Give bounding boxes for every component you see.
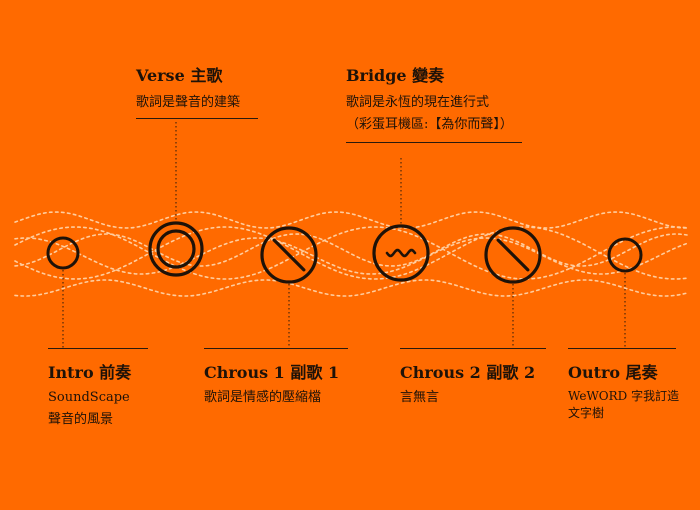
intro-line-1: SoundScape [48,390,130,405]
chorus2-label: Chrous 2 副歌 2 言無言 [400,348,546,409]
verse-double-ring-icon [148,221,204,277]
verse-title: Verse 主歌 [136,66,223,85]
outro-line-2: 文字樹 [568,406,605,420]
bridge-line-1: 歌詞是永恆的現在進行式 [346,95,490,110]
chorus1-label: Chrous 1 副歌 1 歌詞是情感的壓縮檔 [204,348,348,409]
verse-label: Verse 主歌 歌詞是聲音的建築 [136,66,258,119]
bridge-rule [346,142,522,143]
verse-rule [136,118,258,119]
outro-line-1: WeWORD 字我訂造 [568,389,680,403]
verse-line-1: 歌詞是聲音的建築 [136,95,241,110]
chorus2-line-1: 言無言 [400,390,440,405]
chorus1-slash-circle-icon [260,226,318,284]
intro-line-2: 聲音的風景 [48,412,114,427]
wave-line-6 [14,279,688,297]
chorus1-line-1: 歌詞是情感的壓縮檔 [204,390,322,405]
intro-label: Intro 前奏 SoundScape 聲音的風景 [48,348,148,431]
wave-line-2 [14,226,688,280]
outro-rule [568,348,676,349]
wave-line-1 [14,226,688,280]
wave-line-4 [14,237,688,275]
chorus2-slash-circle-icon [484,226,542,284]
connector-lines [62,122,626,348]
bridge-label: Bridge 變奏 歌詞是永恆的現在進行式 （彩蛋耳機區:【為你而聲】） [346,66,522,143]
intro-title: Intro 前奏 [48,363,132,382]
chorus2-rule [400,348,546,349]
outro-label: Outro 尾奏 WeWORD 字我訂造 文字樹 [568,348,680,422]
bridge-line-2: （彩蛋耳機區:【為你而聲】） [346,117,513,132]
sound-wave-lines [14,211,688,297]
bridge-wave-circle-icon [372,224,430,282]
chorus1-title: Chrous 1 副歌 1 [204,363,340,382]
intro-rule [48,348,148,349]
wave-line-5 [14,211,688,229]
bridge-title: Bridge 變奏 [346,66,445,85]
intro-small-ring-icon [46,236,80,270]
outro-small-ring-icon [607,237,643,273]
chorus1-rule [204,348,348,349]
wave-line-3 [14,233,688,267]
outro-title: Outro 尾奏 [568,363,658,382]
section-nodes [46,221,643,284]
chorus2-title: Chrous 2 副歌 2 [400,363,536,382]
